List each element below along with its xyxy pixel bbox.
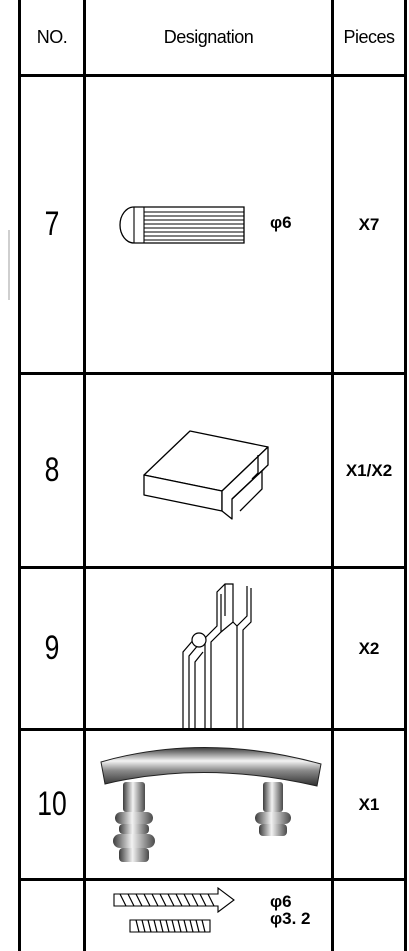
row-number: 10 xyxy=(37,785,67,823)
row-pieces: X1 xyxy=(358,794,380,814)
header-bottom-rule xyxy=(18,74,407,77)
screw-diameter-label: φ6 xyxy=(270,892,292,911)
profile-channel-drawing xyxy=(182,583,252,728)
row-pieces xyxy=(334,881,404,951)
row-rule-8 xyxy=(18,566,407,569)
chrome-handle-drawing xyxy=(100,747,322,862)
column-divider-designation xyxy=(331,0,334,951)
row-pieces: X1/X2 xyxy=(345,460,393,480)
row-number: 8 xyxy=(44,451,60,489)
table-border-right xyxy=(404,0,407,951)
row-pieces: X2 xyxy=(358,638,380,658)
row-rule-7 xyxy=(18,372,407,375)
row-number: 7 xyxy=(44,205,60,243)
plug-diameter-label: φ3. 2 xyxy=(270,909,311,928)
dowel-pin-drawing xyxy=(119,206,245,244)
row-rule-10 xyxy=(18,878,407,881)
row-number: 9 xyxy=(44,629,60,667)
end-cap-drawing xyxy=(143,430,269,520)
column-divider-no xyxy=(83,0,86,951)
table-border-left xyxy=(18,0,21,951)
scan-edge-mark xyxy=(8,230,10,300)
row-pieces: X7 xyxy=(358,214,380,234)
header-pieces: Pieces xyxy=(343,26,395,47)
row-number xyxy=(28,881,76,951)
screw-and-plug-drawing xyxy=(113,886,235,933)
header-no: NO. xyxy=(36,26,68,47)
row-rule-9 xyxy=(18,728,407,731)
header-designation: Designation xyxy=(163,26,254,47)
dowel-diameter-label: φ6 xyxy=(270,213,292,232)
